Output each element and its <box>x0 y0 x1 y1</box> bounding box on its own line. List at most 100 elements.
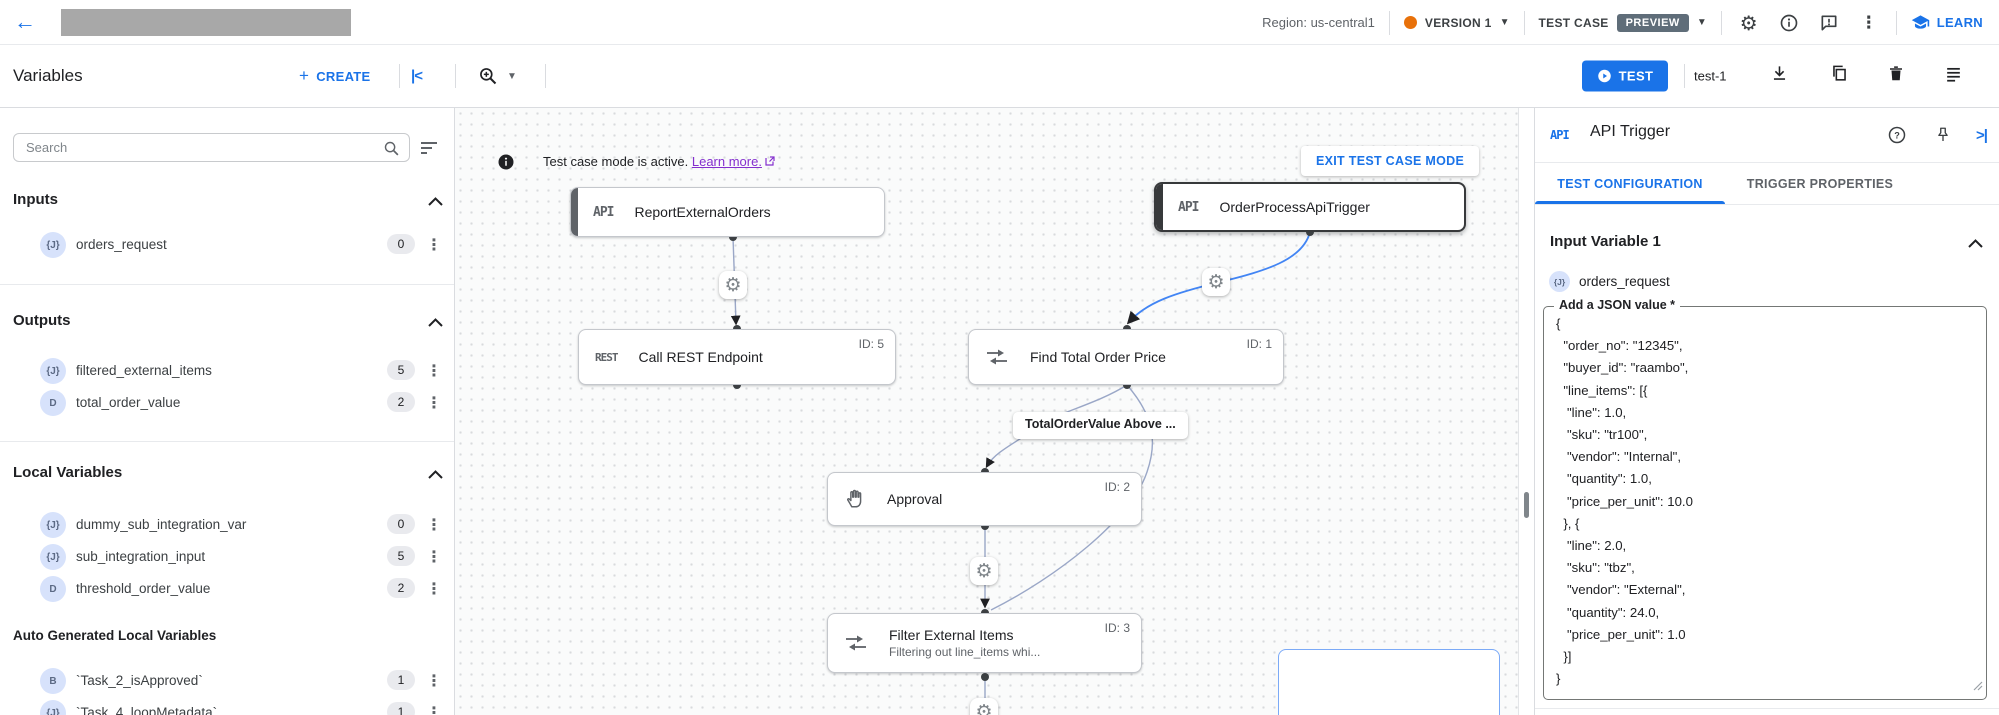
json-type-badge: {J} <box>40 700 66 715</box>
more-options-icon[interactable]: ⋮ <box>426 237 442 254</box>
more-options-icon[interactable]: ⋮ <box>1860 12 1878 32</box>
json-field-label: Add a JSON value * <box>1554 298 1681 312</box>
variable-row[interactable]: B `Task_2_isApproved` 1 ⋮ <box>0 666 454 696</box>
usage-count-badge: 1 <box>387 670 415 690</box>
chevron-up-icon[interactable] <box>428 193 443 211</box>
node-label: Call REST Endpoint <box>638 349 763 365</box>
external-link-icon <box>764 155 776 170</box>
page-toolbar: Variables + CREATE |< ▼ TEST test-1 <box>0 45 1999 108</box>
more-options-icon[interactable]: ⋮ <box>426 363 442 380</box>
help-icon[interactable]: ? <box>1884 122 1910 148</box>
tab-trigger-properties[interactable]: TRIGGER PROPERTIES <box>1746 176 1894 191</box>
more-options-icon[interactable]: ⋮ <box>426 395 442 412</box>
divider <box>1523 10 1525 35</box>
edge-condition-label[interactable]: TotalOrderValue Above ... <box>1013 412 1188 439</box>
variable-name: `Task_2_isApproved` <box>76 673 203 688</box>
variable-row[interactable]: {J} dummy_sub_integration_var 0 ⋮ <box>0 510 454 540</box>
workflow-canvas[interactable]: Test case mode is active. Learn more. EX… <box>455 108 1518 715</box>
chevron-up-icon[interactable] <box>428 466 443 484</box>
variable-name: orders_request <box>1579 274 1670 289</box>
edge-settings-gear-icon[interactable]: ⚙ <box>1202 268 1230 296</box>
section-title-outputs: Outputs <box>13 312 71 329</box>
graduation-cap-icon <box>1911 15 1929 29</box>
more-options-icon[interactable]: ⋮ <box>426 549 442 566</box>
more-options-icon[interactable]: ⋮ <box>426 673 442 690</box>
divider <box>1684 64 1685 88</box>
test-button-label: TEST <box>1618 68 1654 84</box>
selection-box <box>1278 649 1500 715</box>
sort-filter-icon[interactable] <box>421 141 439 160</box>
collapse-panel-left-icon[interactable]: |< <box>411 67 423 85</box>
variable-name: total_order_value <box>76 395 181 410</box>
divider <box>1388 10 1390 35</box>
task-node-filter-external-items[interactable]: Filter External Items Filtering out line… <box>827 613 1142 673</box>
divider <box>545 64 546 88</box>
exit-test-case-mode-button[interactable]: EXIT TEST CASE MODE <box>1301 146 1480 176</box>
divider <box>0 441 454 442</box>
json-type-badge: {J} <box>40 358 66 384</box>
variable-name: filtered_external_items <box>76 363 212 378</box>
task-node-approval[interactable]: Approval ID: 2 <box>827 472 1142 526</box>
variable-row[interactable]: {J} orders_request 0 ⋮ <box>0 230 454 260</box>
variable-row[interactable]: D threshold_order_value 2 ⋮ <box>0 574 454 604</box>
variable-row[interactable]: {J} filtered_external_items 5 ⋮ <box>0 356 454 386</box>
settings-gear-icon[interactable]: ⚙ <box>1739 10 1758 35</box>
test-case-dropdown[interactable]: TEST CASE PREVIEW ▼ <box>1539 13 1707 32</box>
trigger-node-report-external-orders[interactable]: API ReportExternalOrders <box>570 187 885 237</box>
learn-button[interactable]: LEARN <box>1911 13 1983 32</box>
panel-title: API Trigger <box>1590 123 1671 140</box>
variable-row[interactable]: D total_order_value 2 ⋮ <box>0 388 454 418</box>
usage-count-badge: 0 <box>387 514 415 534</box>
task-node-find-total-order-price[interactable]: Find Total Order Price ID: 1 <box>968 329 1284 385</box>
task-list-icon[interactable] <box>1944 64 1963 88</box>
double-type-badge: D <box>40 576 66 602</box>
divider <box>455 64 456 88</box>
info-icon[interactable] <box>1776 10 1802 36</box>
create-variable-button[interactable]: + CREATE <box>299 66 371 86</box>
edge-settings-gear-icon[interactable]: ⚙ <box>970 698 998 715</box>
search-input[interactable] <box>13 133 410 162</box>
data-mapping-icon <box>844 632 868 654</box>
usage-count-badge: 2 <box>387 578 415 598</box>
version-dropdown[interactable]: VERSION 1 ▼ <box>1403 16 1510 30</box>
test-button[interactable]: TEST <box>1582 60 1668 92</box>
delete-icon[interactable] <box>1887 64 1905 88</box>
trigger-node-order-process-api-trigger[interactable]: API OrderProcessApiTrigger <box>1154 182 1466 232</box>
divider <box>399 64 400 88</box>
more-options-icon[interactable]: ⋮ <box>426 581 442 598</box>
approval-hand-icon <box>844 488 866 510</box>
variable-row[interactable]: {J} sub_integration_input 5 ⋮ <box>0 542 454 572</box>
node-label: Filter External Items <box>889 627 1014 643</box>
variable-row[interactable]: {J} `Task_4_loopMetadata` 1 ⋮ <box>0 698 454 715</box>
edge-settings-gear-icon[interactable]: ⚙ <box>719 271 747 299</box>
page-title: Variables <box>13 66 83 85</box>
task-node-call-rest-endpoint[interactable]: REST Call REST Endpoint ID: 5 <box>578 329 896 385</box>
learn-more-link[interactable]: Learn more. <box>691 154 762 169</box>
section-title-local-variables: Local Variables <box>13 464 123 481</box>
node-id: ID: 2 <box>1104 480 1130 494</box>
feedback-icon[interactable] <box>1816 10 1842 36</box>
json-value-textarea[interactable]: { "order_no": "12345", "buyer_id": "raam… <box>1556 316 1693 687</box>
more-options-icon[interactable]: ⋮ <box>426 517 442 534</box>
banner-message: Test case mode is active. <box>543 154 689 169</box>
collapse-panel-right-icon[interactable]: >| <box>1976 126 1988 144</box>
chevron-up-icon[interactable] <box>428 314 443 332</box>
edge-settings-gear-icon[interactable]: ⚙ <box>970 557 998 585</box>
json-type-badge: {J} <box>40 544 66 570</box>
more-options-icon[interactable]: ⋮ <box>426 705 442 715</box>
chevron-up-icon[interactable] <box>1968 235 1983 253</box>
tab-test-configuration[interactable]: TEST CONFIGURATION <box>1535 163 1725 204</box>
zoom-dropdown[interactable]: ▼ <box>478 66 517 86</box>
trigger-accent-bar <box>571 188 578 236</box>
copy-icon[interactable] <box>1830 64 1849 88</box>
back-arrow-icon[interactable]: ← <box>14 9 36 34</box>
variable-name: dummy_sub_integration_var <box>76 517 247 532</box>
api-trigger-panel: API API Trigger ? >| TEST CONFIGURATION … <box>1534 108 1999 715</box>
pin-icon[interactable] <box>1930 122 1956 148</box>
divider <box>1895 10 1897 35</box>
download-icon[interactable] <box>1770 64 1789 88</box>
usage-count-badge: 2 <box>387 392 415 412</box>
scrollbar-thumb[interactable] <box>1524 492 1529 518</box>
resize-handle[interactable] <box>1973 678 1983 696</box>
variable-name: orders_request <box>76 237 167 252</box>
